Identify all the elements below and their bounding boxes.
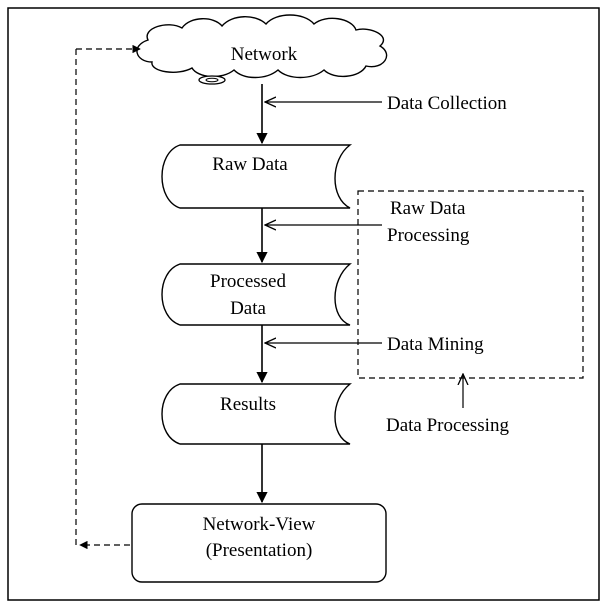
- network-cloud: Network: [136, 14, 388, 85]
- raw-data-processing-label-line2: Processing: [387, 225, 470, 246]
- results-label: Results: [220, 394, 276, 415]
- data-processing-group-box: [357, 190, 584, 379]
- network-view-label-line2: (Presentation): [206, 540, 313, 561]
- network-label: Network: [231, 44, 298, 65]
- data-mining-label: Data Mining: [387, 334, 484, 355]
- results-node: Results: [161, 383, 352, 445]
- data-collection-label: Data Collection: [387, 93, 507, 114]
- processed-data-label-line1: Processed: [210, 271, 286, 292]
- raw-data-label: Raw Data: [212, 154, 288, 175]
- processed-data-label-line2: Data: [230, 298, 266, 319]
- raw-data-node: Raw Data: [161, 144, 353, 209]
- raw-data-processing-label-line1: Raw Data: [390, 198, 466, 219]
- diagram-frame: [7, 7, 600, 601]
- processed-data-node: Processed Data: [161, 263, 352, 326]
- cloud-tail-icon: [198, 75, 226, 85]
- network-view-label-line1: Network-View: [203, 514, 316, 535]
- data-processing-label: Data Processing: [386, 415, 509, 436]
- network-view-node: Network-View (Presentation): [131, 503, 387, 583]
